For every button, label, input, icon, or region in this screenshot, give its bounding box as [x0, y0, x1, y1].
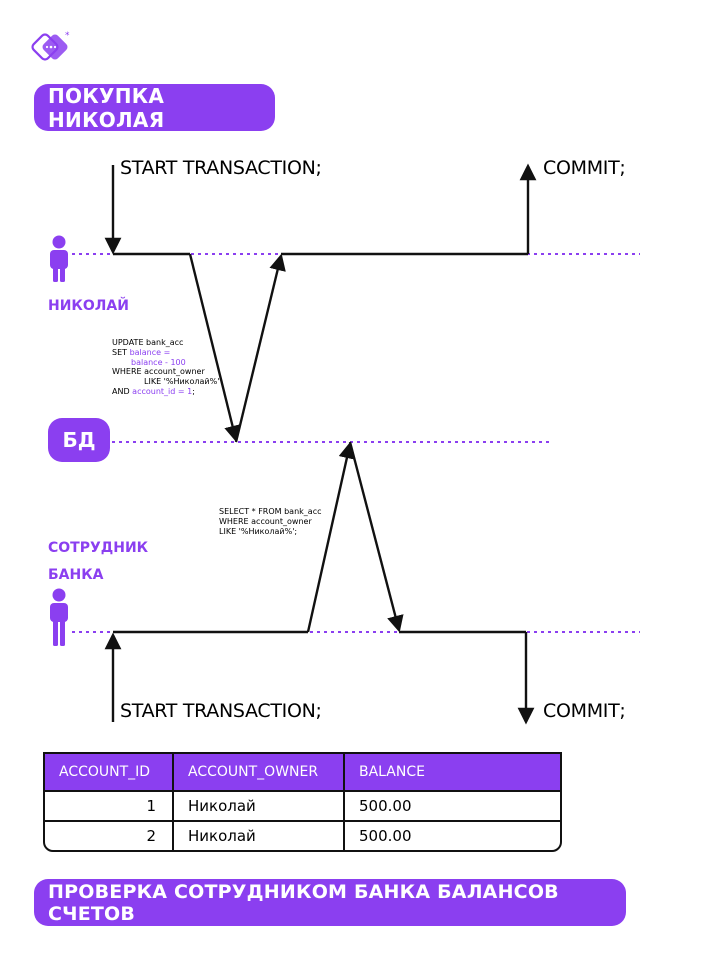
accounts-table: ACCOUNT_ID ACCOUNT_OWNER BALANCE 1 Никол… — [43, 752, 562, 852]
select-arrow-up — [306, 441, 356, 633]
actor-employee-label-line2: БАНКА — [48, 567, 104, 583]
cell-balance: 500.00 — [344, 820, 560, 850]
commit-label-bottom: COMMIT; — [543, 700, 626, 722]
cell-account-id: 1 — [45, 789, 174, 822]
cell-account-owner: Николай — [173, 820, 345, 850]
update-arrow-up — [234, 253, 286, 443]
logo-icon: * — [31, 31, 70, 61]
column-header: ACCOUNT_ID — [45, 754, 174, 791]
cell-account-owner: Николай — [173, 789, 345, 822]
actor-db-label: БД — [48, 418, 110, 462]
select-arrow-down — [348, 441, 404, 633]
table-row: 2 Николай 500.00 — [45, 820, 560, 850]
person-icon — [50, 235, 68, 282]
start-transaction-label-top: START TRANSACTION; — [120, 157, 322, 179]
table-row: 1 Николай 500.00 — [45, 789, 560, 822]
svg-text:*: * — [65, 31, 70, 41]
table-header-row: ACCOUNT_ID ACCOUNT_OWNER BALANCE — [45, 754, 560, 791]
column-header: BALANCE — [344, 754, 560, 791]
section-title-bottom: ПРОВЕРКА СОТРУДНИКОМ БАНКА БАЛАНСОВ СЧЕТ… — [34, 879, 626, 926]
person-icon — [50, 588, 68, 646]
start-transaction-label-bottom: START TRANSACTION; — [120, 700, 322, 722]
update-arrow-down — [188, 253, 241, 443]
cell-balance: 500.00 — [344, 789, 560, 822]
actor-employee-label-line1: СОТРУДНИК — [48, 540, 149, 556]
cell-account-id: 2 — [45, 820, 174, 850]
section-title-top: ПОКУПКА НИКОЛАЯ — [34, 84, 275, 132]
commit-label-top: COMMIT; — [543, 157, 626, 179]
actor-nikolai-label: НИКОЛАЙ — [48, 298, 129, 314]
column-header: ACCOUNT_OWNER — [173, 754, 345, 791]
